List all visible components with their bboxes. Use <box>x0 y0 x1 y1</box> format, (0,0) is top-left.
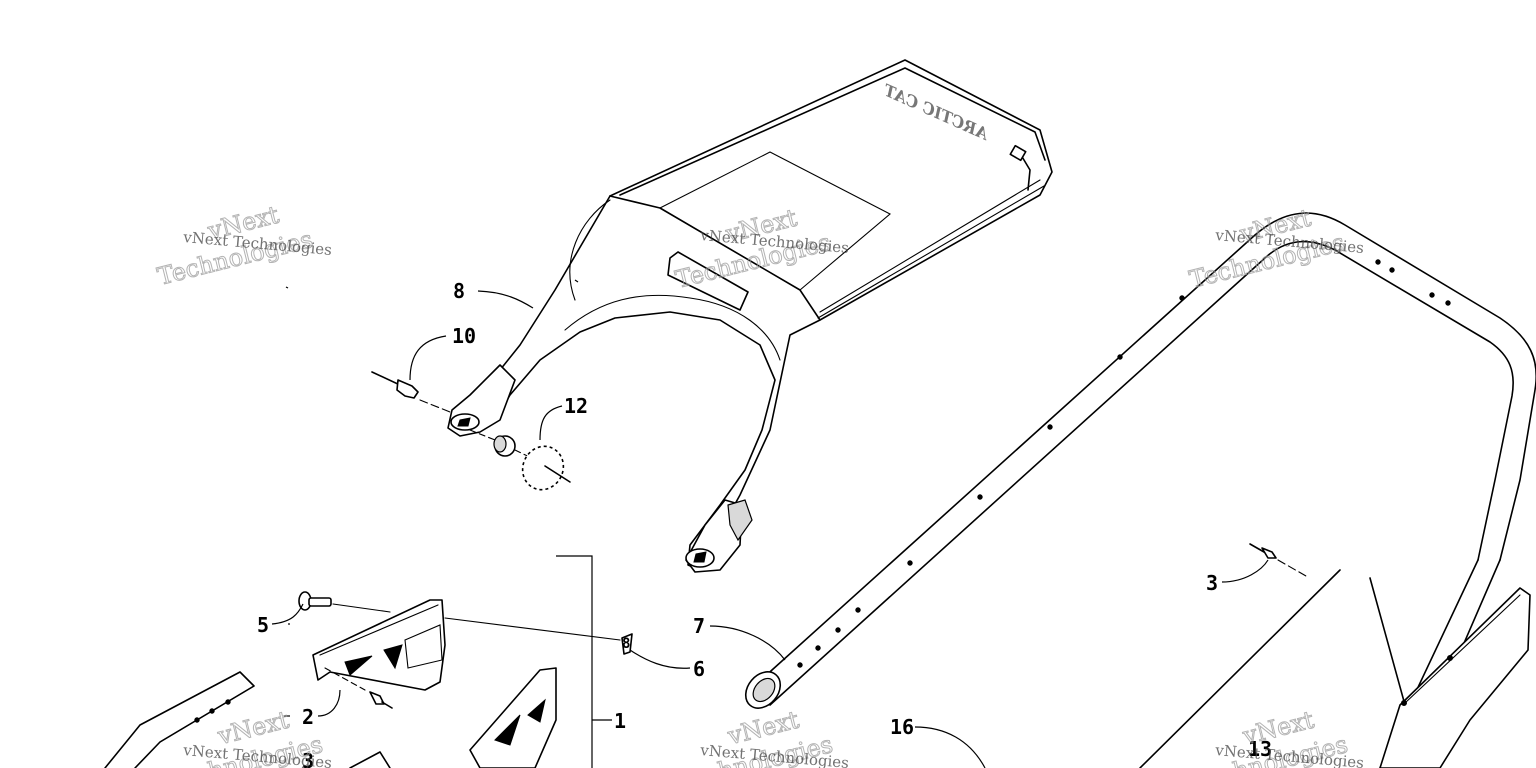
callout-3-left: 3 <box>302 749 314 768</box>
seat-part-11[interactable]: ARCTIC CAT <box>447 59 1053 573</box>
rivet-part-3[interactable] <box>1249 543 1406 706</box>
callout-2: 2 <box>302 705 314 729</box>
grommet-part-12[interactable] <box>469 429 571 496</box>
callout-10: 10 <box>452 324 476 348</box>
rivet-part-10[interactable] <box>371 371 451 413</box>
callout-11: 8 <box>453 279 465 303</box>
callout-1: 1 <box>614 709 626 733</box>
callout-5: 5 <box>257 613 269 637</box>
bracket-part-13[interactable] <box>1379 587 1531 768</box>
bolt-part-5[interactable] <box>298 591 391 613</box>
callout-12: 12 <box>564 394 588 418</box>
callout-13: 13 <box>1248 737 1272 761</box>
left-frame-piece[interactable] <box>104 671 391 768</box>
seat-support-bracket[interactable] <box>312 599 557 768</box>
callout-6: 6 <box>693 657 705 681</box>
clip-part-6[interactable] <box>444 617 633 655</box>
callout-7: 7 <box>693 614 705 638</box>
callout-8: 8 <box>622 636 630 652</box>
callout-16: 16 <box>890 715 914 739</box>
rivet-part-3-left[interactable] <box>324 667 393 709</box>
callout-3: 3 <box>1206 571 1218 595</box>
